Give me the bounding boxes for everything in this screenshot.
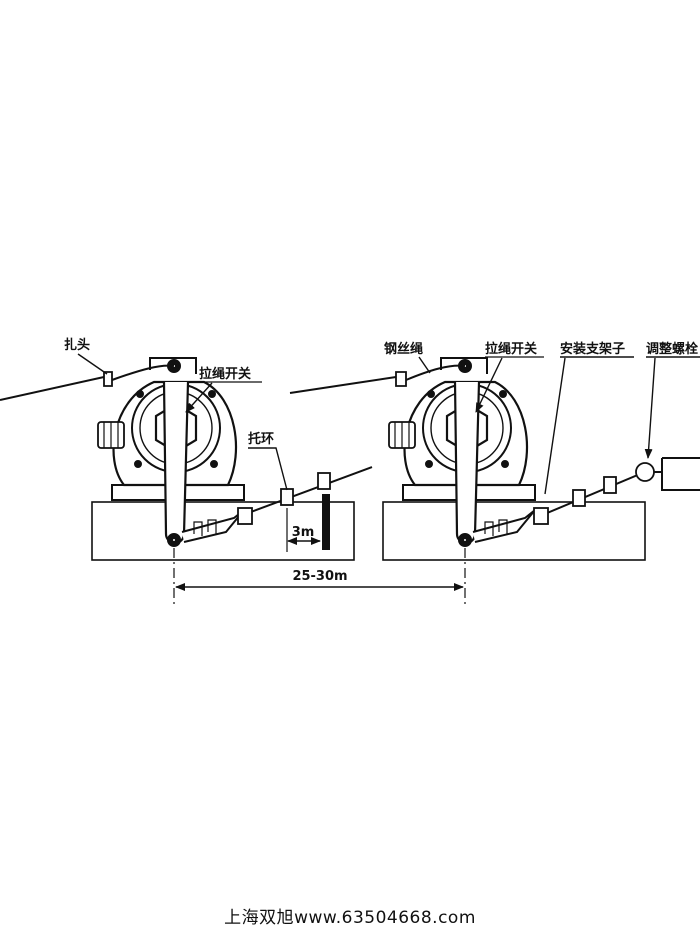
left-support-ring-2 — [317, 472, 331, 490]
leader-adjust-bolt — [646, 356, 700, 458]
label-support-ring: 托环 — [248, 431, 274, 447]
leader-wire-rope — [418, 356, 431, 374]
left-anchor-clamp — [237, 507, 253, 525]
leader-left-switch — [185, 382, 213, 413]
right-rope-to-arm — [405, 364, 466, 381]
right-switch-unit — [381, 356, 647, 562]
label-bracket: 安装支架子 — [560, 341, 625, 357]
adjust-bolt-bracket — [654, 457, 700, 491]
right-anchor-clamp — [533, 507, 549, 525]
label-wire-rope: 钢丝绳 — [384, 341, 423, 357]
label-left-switch: 拉绳开关 — [199, 366, 251, 382]
right-outgoing-rope — [539, 473, 641, 517]
left-support-ring-1 — [280, 488, 294, 506]
leader-support-ring — [248, 447, 288, 491]
support-post — [322, 494, 330, 550]
left-outgoing-rope — [239, 466, 373, 517]
label-adjust-bolt: 调整螺栓 — [646, 341, 698, 357]
label-knot: 扎头 — [64, 337, 90, 353]
leader-bracket — [544, 356, 634, 495]
leader-right-switch — [475, 357, 503, 413]
label-right-switch: 拉绳开关 — [485, 341, 537, 357]
switch-spacing-label: 25-30m — [292, 569, 347, 584]
left-knot-clamp — [103, 371, 113, 387]
right-knot-clamp — [395, 371, 407, 387]
ring-spacing-label: 3m — [292, 525, 315, 540]
right-wire-rope — [289, 376, 397, 394]
right-support-ring-2 — [603, 476, 617, 494]
adjust-bolt-eye — [635, 462, 655, 482]
leader-knot — [77, 353, 108, 375]
left-wire-rope — [0, 376, 105, 401]
footer-watermark: 上海双旭www.63504668.com — [224, 908, 476, 928]
right-support-ring-1 — [572, 489, 586, 507]
left-rope-to-arm — [111, 364, 175, 381]
